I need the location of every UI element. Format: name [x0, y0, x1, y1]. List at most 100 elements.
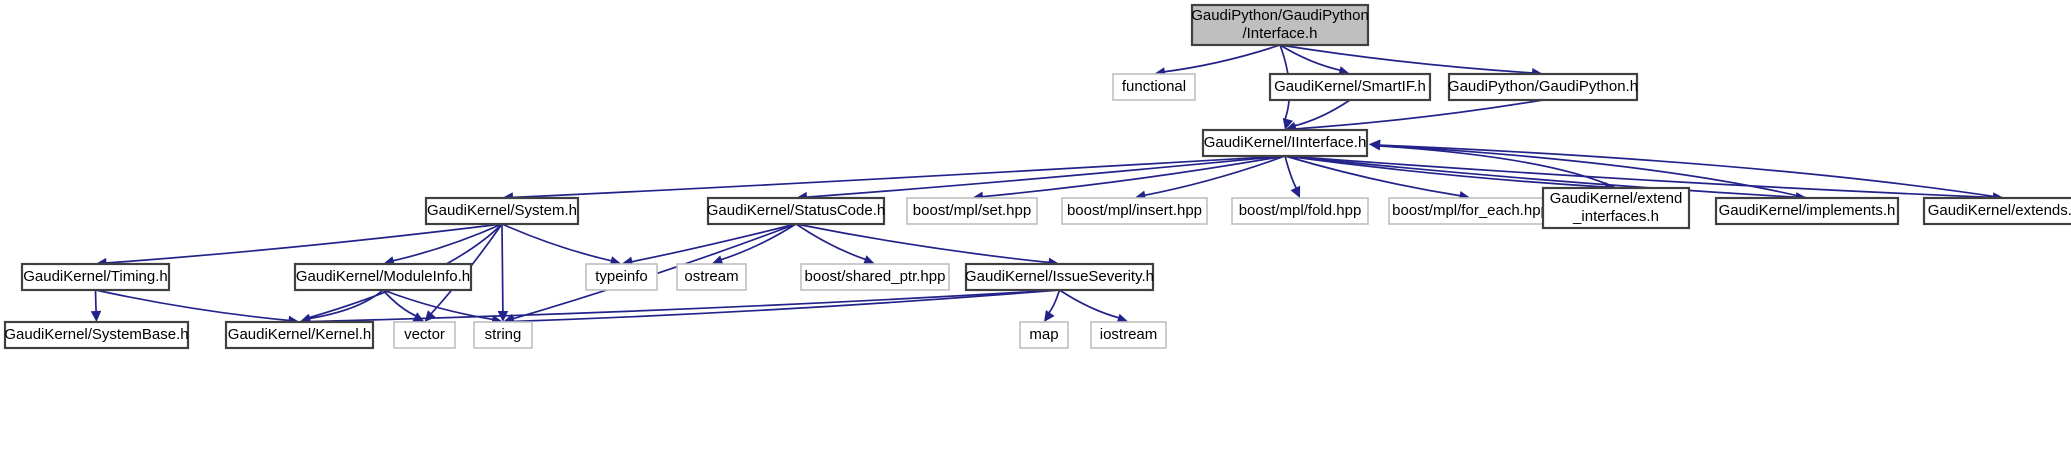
- node-kernel[interactable]: GaudiKernel/Kernel.h: [224, 320, 375, 350]
- node-timing[interactable]: GaudiKernel/Timing.h: [20, 262, 171, 292]
- arrowhead-timing-to-systembase: [90, 310, 102, 322]
- node-label-timing: GaudiKernel/Timing.h: [23, 268, 168, 285]
- edge-statuscode-to-typeinfo: [630, 223, 797, 263]
- node-shared_ptr[interactable]: boost/shared_ptr.hpp: [800, 263, 950, 291]
- edge-system-to-timing: [104, 223, 503, 264]
- node-box-mpl_set[interactable]: [906, 197, 1038, 225]
- node-system[interactable]: GaudiKernel/System.h: [424, 196, 580, 226]
- node-mpl_for_each[interactable]: boost/mpl/for_each.hpp: [1388, 197, 1553, 225]
- node-extends[interactable]: GaudiKernel/extends.h: [1922, 196, 2071, 226]
- node-string[interactable]: string: [473, 321, 533, 349]
- node-mpl_insert[interactable]: boost/mpl/insert.hpp: [1061, 197, 1208, 225]
- node-box-vector[interactable]: [393, 321, 456, 349]
- edge-iinterface-to-extends: [1284, 155, 1996, 199]
- node-label-statuscode: GaudiKernel/StatusCode.h: [707, 202, 885, 219]
- node-label-system: GaudiKernel/System.h: [427, 202, 577, 219]
- node-root[interactable]: GaudiPython/GaudiPython/Interface.h: [1190, 3, 1370, 47]
- node-box-kernel[interactable]: [224, 320, 375, 350]
- node-box-mpl_insert[interactable]: [1061, 197, 1208, 225]
- node-box-iostream[interactable]: [1090, 321, 1167, 349]
- node-label-extend_if: GaudiKernel/extend: [1550, 190, 1683, 207]
- node-issueseverity[interactable]: GaudiKernel/IssueSeverity.h: [964, 262, 1155, 292]
- node-box-extends[interactable]: [1922, 196, 2071, 226]
- edge-iinterface-to-system: [510, 155, 1286, 199]
- edge-iinterface-to-statuscode: [804, 155, 1286, 199]
- node-ostream[interactable]: ostream: [676, 263, 747, 291]
- node-smartif[interactable]: GaudiKernel/SmartIF.h: [1268, 72, 1432, 102]
- edge-iinterface-to-mpl_for_each: [1284, 155, 1462, 197]
- arrowhead-root-to-iinterface: [1282, 117, 1293, 130]
- edge-root-to-functional: [1162, 44, 1281, 73]
- node-gaudipython[interactable]: GaudiPython/GaudiPython.h: [1447, 72, 1639, 102]
- node-box-extend_if[interactable]: [1541, 186, 1691, 230]
- arrowhead-issueseverity-to-map: [1044, 309, 1055, 322]
- edge-gaudipython-to-iinterface: [1293, 99, 1544, 130]
- node-mpl_set[interactable]: boost/mpl/set.hpp: [906, 197, 1038, 225]
- edge-moduleinfo-to-kernel: [307, 289, 384, 320]
- node-label-issueseverity: GaudiKernel/IssueSeverity.h: [965, 268, 1154, 285]
- node-box-iinterface[interactable]: [1201, 128, 1369, 158]
- node-label-mpl_set: boost/mpl/set.hpp: [913, 202, 1031, 219]
- node-box-root[interactable]: [1190, 3, 1370, 47]
- edge-extends-to-iinterface: [1377, 144, 2005, 199]
- node-label-iostream: iostream: [1100, 326, 1158, 343]
- node-systembase[interactable]: GaudiKernel/SystemBase.h: [3, 320, 190, 350]
- edge-root-to-gaudipython: [1279, 44, 1535, 74]
- arrowhead-moduleinfo-to-vector: [412, 312, 425, 322]
- node-box-ostream[interactable]: [676, 263, 747, 291]
- node-box-system[interactable]: [424, 196, 580, 226]
- node-label-extend_if: _interfaces.h: [1572, 208, 1659, 225]
- node-label-mpl_insert: boost/mpl/insert.hpp: [1067, 202, 1202, 219]
- node-vector[interactable]: vector: [393, 321, 456, 349]
- node-implements[interactable]: GaudiKernel/implements.h: [1714, 196, 1900, 226]
- node-box-moduleinfo[interactable]: [293, 262, 473, 292]
- edge-system-to-string: [501, 223, 504, 314]
- node-map[interactable]: map: [1019, 321, 1069, 349]
- node-box-shared_ptr[interactable]: [800, 263, 950, 291]
- node-functional[interactable]: functional: [1112, 73, 1196, 101]
- node-box-functional[interactable]: [1112, 73, 1196, 101]
- node-moduleinfo[interactable]: GaudiKernel/ModuleInfo.h: [293, 262, 473, 292]
- node-box-gaudipython[interactable]: [1447, 72, 1639, 102]
- node-box-string[interactable]: [473, 321, 533, 349]
- node-box-systembase[interactable]: [3, 320, 190, 350]
- node-extend_if[interactable]: GaudiKernel/extend_interfaces.h: [1541, 186, 1691, 230]
- node-box-mpl_fold[interactable]: [1231, 197, 1369, 225]
- node-box-implements[interactable]: [1714, 196, 1900, 226]
- node-typeinfo[interactable]: typeinfo: [585, 263, 658, 291]
- node-label-mpl_for_each: boost/mpl/for_each.hpp: [1392, 202, 1549, 219]
- edge-root-to-smartif: [1279, 44, 1342, 72]
- node-box-timing[interactable]: [20, 262, 171, 292]
- node-box-typeinfo[interactable]: [585, 263, 658, 291]
- node-label-mpl_fold: boost/mpl/fold.hpp: [1239, 202, 1362, 219]
- edge-timing-to-systembase: [94, 289, 98, 314]
- node-iostream[interactable]: iostream: [1090, 321, 1167, 349]
- arrowhead-statuscode-to-ostream: [711, 255, 724, 266]
- node-mpl_fold[interactable]: boost/mpl/fold.hpp: [1231, 197, 1369, 225]
- edge-timing-to-kernel: [95, 289, 291, 322]
- edge-moduleinfo-to-vector: [382, 289, 418, 318]
- node-label-smartif: GaudiKernel/SmartIF.h: [1274, 78, 1426, 95]
- node-box-statuscode[interactable]: [706, 196, 886, 226]
- edge-iinterface-to-mpl_insert: [1143, 155, 1286, 197]
- edge-implements-to-iinterface: [1377, 144, 1808, 199]
- arrowhead-iinterface-to-mpl_fold: [1290, 185, 1301, 198]
- node-box-smartif[interactable]: [1268, 72, 1432, 102]
- node-label-ostream: ostream: [684, 268, 738, 285]
- node-label-moduleinfo: GaudiKernel/ModuleInfo.h: [296, 268, 470, 285]
- node-label-extends: GaudiKernel/extends.h: [1928, 202, 2071, 219]
- node-statuscode[interactable]: GaudiKernel/StatusCode.h: [706, 196, 886, 226]
- node-box-map[interactable]: [1019, 321, 1069, 349]
- edge-statuscode-to-shared_ptr: [795, 223, 868, 261]
- node-iinterface[interactable]: GaudiKernel/IInterface.h: [1201, 128, 1369, 158]
- node-box-issueseverity[interactable]: [964, 262, 1155, 292]
- edge-iinterface-to-mpl_fold: [1284, 155, 1298, 190]
- node-layer: GaudiPython/GaudiPython/Interface.h funct…: [3, 3, 2071, 350]
- node-box-mpl_for_each[interactable]: [1388, 197, 1553, 225]
- arrowhead-statuscode-to-shared_ptr: [862, 255, 875, 266]
- node-label-vector: vector: [404, 326, 445, 343]
- node-label-root: GaudiPython/GaudiPython: [1191, 7, 1369, 24]
- node-label-map: map: [1029, 326, 1058, 343]
